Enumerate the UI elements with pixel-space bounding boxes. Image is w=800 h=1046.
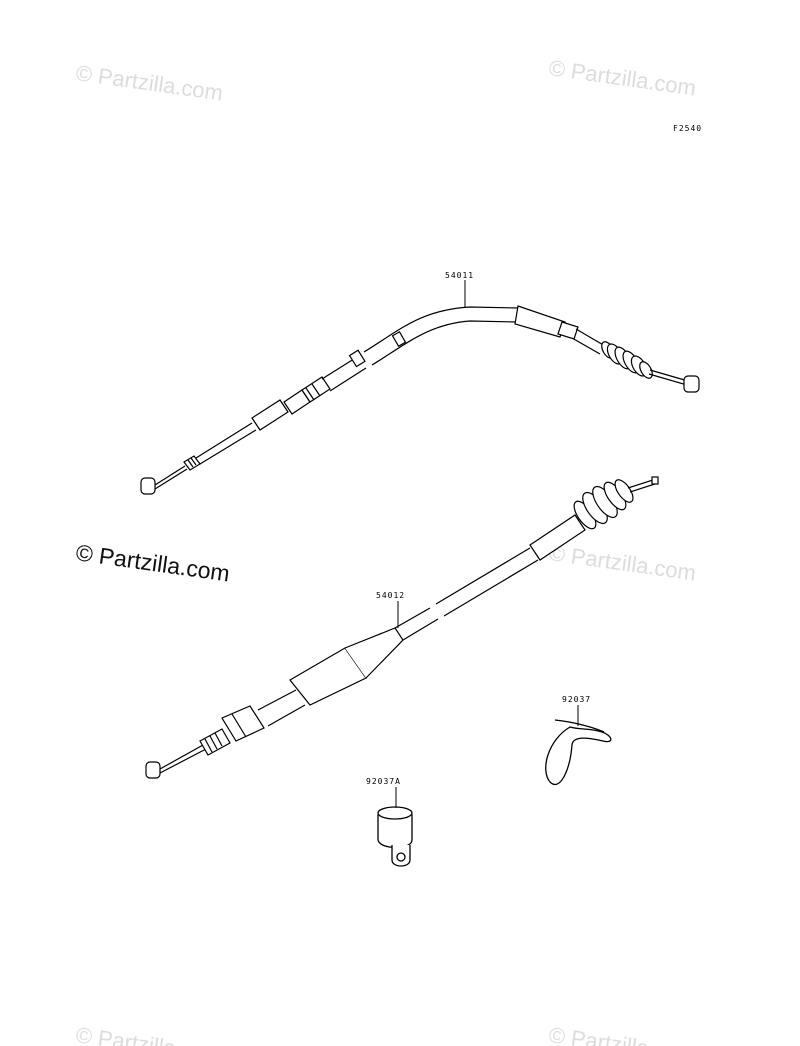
cable-54012[interactable] [145,476,659,779]
clamp-92037a[interactable] [377,806,413,867]
part-label-54012: 54012 [376,591,405,600]
watermark-top-left: © Partzilla.com [74,60,224,105]
watermarks: © Partzilla.com © Partzilla.com © Partzi… [74,55,697,1046]
watermark-mid-right: © Partzilla.com [547,540,697,585]
part-label-92037a: 92037A [366,777,401,786]
watermark-bottom-right: © Partzilla.com [547,1022,697,1046]
dust-boot-lower [573,479,634,530]
watermark-top-right: © Partzilla.com [547,55,697,100]
dust-boot [601,341,653,379]
part-label-92037: 92037 [562,695,591,704]
clip-92037[interactable] [545,719,612,785]
watermark-bottom-left: © Partzilla.com [74,1022,224,1046]
watermark-main: © Partzilla.com [74,539,231,586]
part-label-54011: 54011 [445,271,474,280]
figure-code: F2540 [673,124,702,133]
cable-54011[interactable] [140,305,700,495]
